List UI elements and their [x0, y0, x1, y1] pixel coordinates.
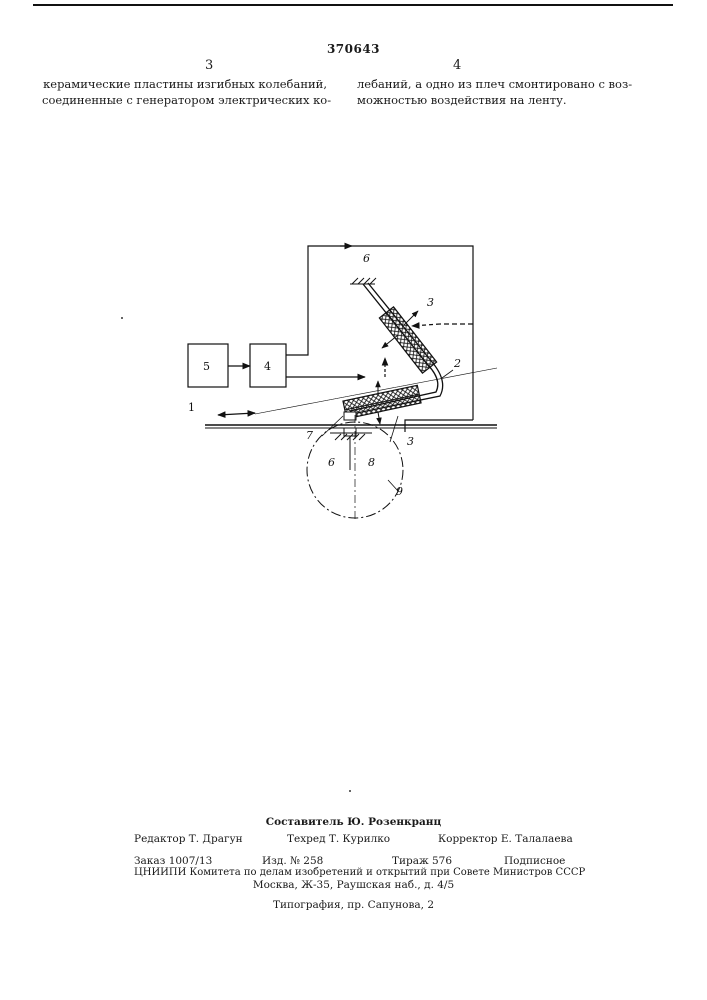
- contact-pad-7: [344, 412, 356, 420]
- imprint-corrector: Корректор Е. Талалаева: [438, 832, 573, 846]
- label-6-bottom: 6: [328, 456, 335, 469]
- imprint-techred: Техред Т. Курилко: [287, 832, 390, 846]
- label-9: 9: [396, 485, 403, 498]
- imprint-compiler: Составитель Ю. Розенкранц: [266, 816, 441, 828]
- fixed-mount-top: [350, 278, 376, 284]
- fixed-mount-bottom: [330, 428, 372, 470]
- label-4: 4: [264, 360, 271, 373]
- label-7: 7: [306, 429, 313, 442]
- label-3-top: 3: [427, 296, 434, 309]
- label-6-top: 6: [363, 252, 370, 265]
- imprint-printing-house: Типография, пр. Сапунова, 2: [0, 898, 707, 912]
- label-3-bottom: 3: [407, 435, 414, 448]
- label-2: 2: [453, 357, 461, 370]
- imprint-address: Москва, Ж-35, Раушская наб., д. 4/5: [0, 878, 707, 892]
- piezo-vibrator-top: [379, 307, 436, 373]
- scan-speck: [121, 317, 123, 319]
- scan-speck: [349, 790, 351, 792]
- label-8: 8: [368, 456, 375, 469]
- label-5: 5: [203, 360, 210, 373]
- imprint-editor: Редактор Т. Драгун: [134, 832, 243, 846]
- label-1: 1: [188, 401, 195, 414]
